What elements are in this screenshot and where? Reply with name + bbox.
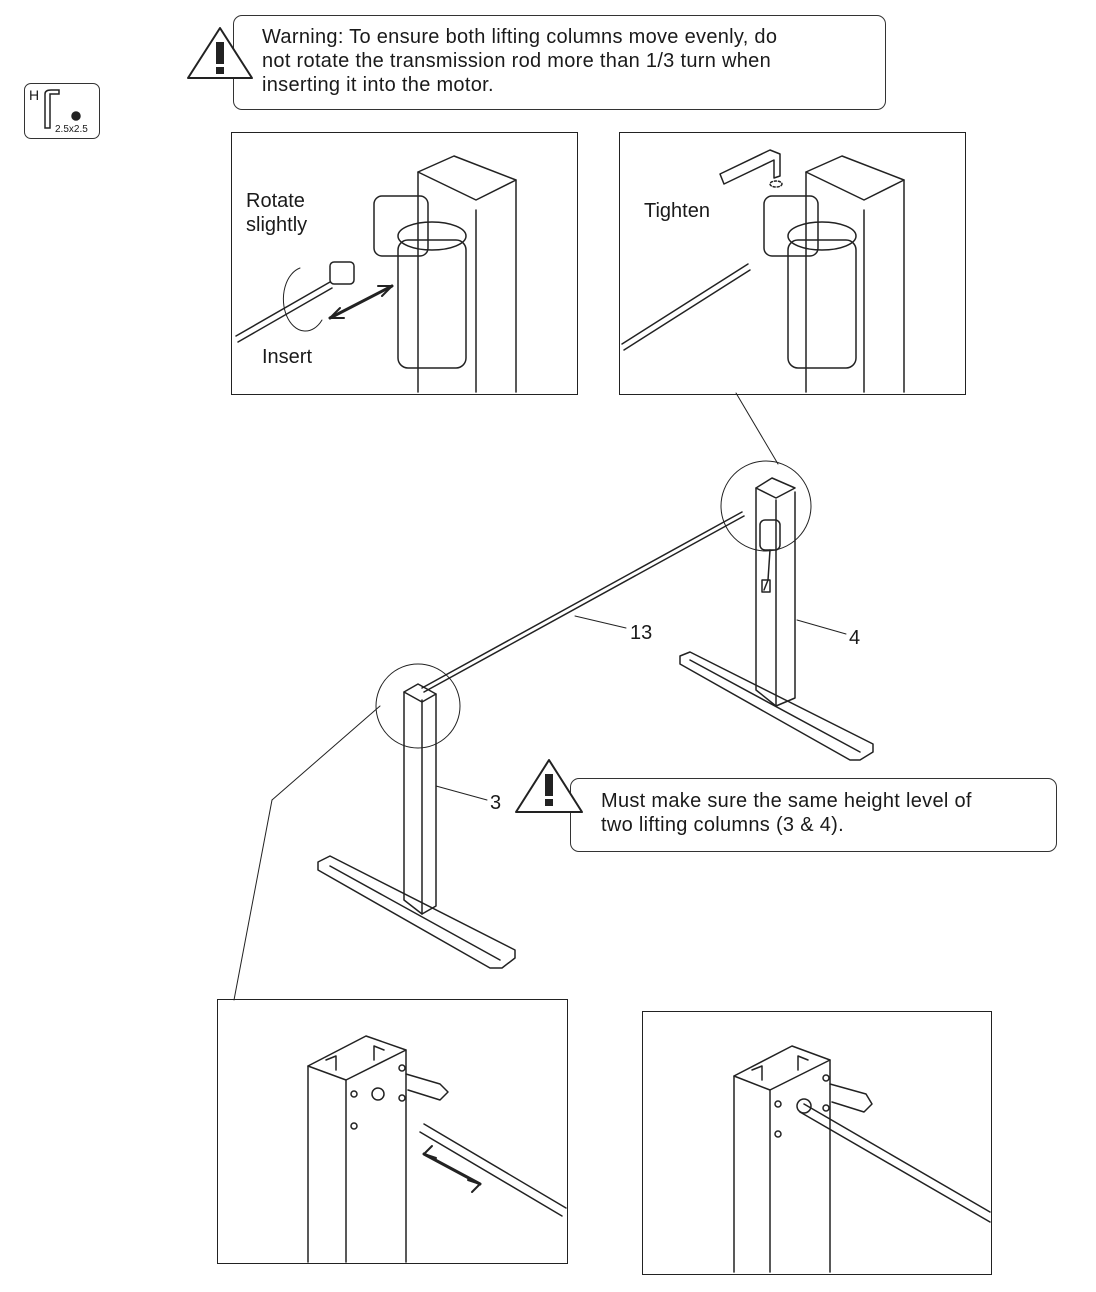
- detail-panel-tighten: Tighten: [619, 132, 966, 395]
- detail-insert-drawing: [235, 155, 517, 393]
- detail-panel-column-tightened: [642, 1011, 992, 1275]
- insert-label: Insert: [262, 346, 313, 368]
- magnifier-circle-right: [720, 460, 812, 552]
- tool-badge: H 2.5x2.5: [24, 83, 100, 139]
- warning-line-3: inserting it into the motor.: [262, 74, 494, 96]
- tighten-label: Tighten: [644, 200, 710, 222]
- part-label-column-right: 4: [849, 627, 861, 649]
- detail-column-left-drawing: [307, 1035, 567, 1263]
- part-label-rod: 13: [630, 622, 653, 644]
- lifting-column-right: [679, 477, 874, 761]
- detail-panel-column-left: [217, 999, 568, 1264]
- part-label-column-left: 3: [490, 792, 502, 814]
- height-note-callout: Must make sure the same height level of …: [570, 778, 1057, 852]
- tool-size: 2.5x2.5: [55, 124, 88, 135]
- warning-callout: Warning: To ensure both lifting columns …: [233, 15, 886, 110]
- detail-panel-insert: Rotate slightly Insert: [231, 132, 578, 395]
- lifting-column-left: [317, 683, 516, 969]
- transmission-rod: [421, 511, 745, 693]
- warning-line-1: Warning: To ensure both lifting columns …: [262, 26, 778, 48]
- note-line-2: two lifting columns (3 & 4).: [601, 814, 844, 836]
- rotate-label: Rotate slightly: [246, 190, 308, 236]
- warning-line-2: not rotate the transmission rod more tha…: [262, 50, 771, 72]
- note-line-1: Must make sure the same height level of: [601, 790, 972, 812]
- magnifier-circle-left: [375, 663, 461, 749]
- tool-letter: H: [29, 87, 40, 103]
- detail-tighten-drawing: [621, 149, 905, 393]
- hex-key-icon: [44, 89, 81, 129]
- detail-column-tightened-drawing: [733, 1045, 991, 1273]
